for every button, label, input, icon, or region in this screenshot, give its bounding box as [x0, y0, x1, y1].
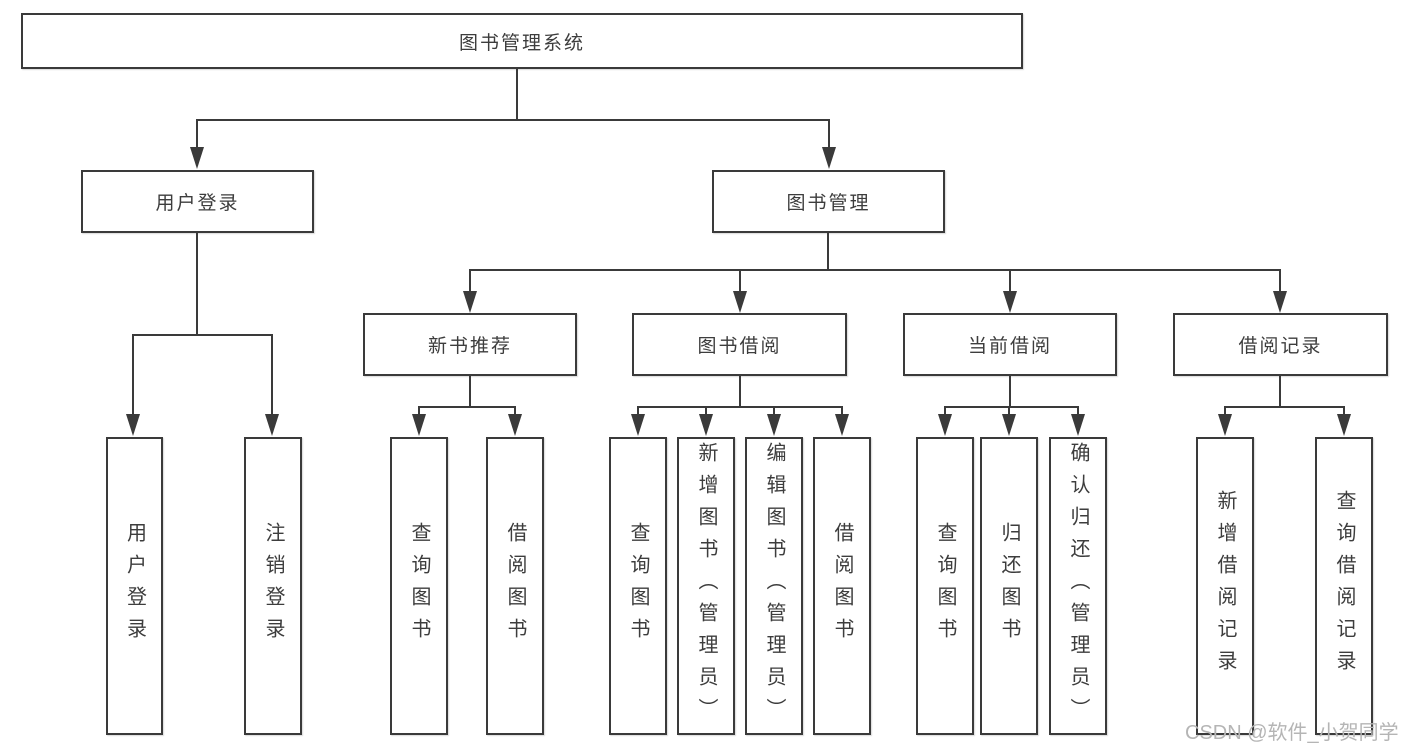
node-borrow-record: 借阅记录 [1173, 313, 1388, 376]
node-leaf-label: 注销登录 [262, 522, 284, 650]
node-leaf-query-borrow-record: 查询借阅记录 [1315, 437, 1373, 735]
connector-line [944, 406, 946, 414]
connector-line [739, 376, 741, 406]
connector-line [739, 269, 741, 294]
arrowhead-icon [190, 147, 204, 169]
node-label: 图书借阅 [697, 336, 782, 357]
connector-line [469, 269, 1281, 271]
connector-line [516, 69, 518, 119]
connector-line [514, 406, 516, 414]
node-leaf-label: 借阅图书 [504, 522, 526, 650]
connector-line [418, 406, 516, 408]
node-leaf-confirm-return-admin: 确认归还（管理员） [1049, 437, 1107, 735]
node-leaf-user-login: 用户登录 [106, 437, 163, 735]
node-leaf-borrow-book: 借阅图书 [813, 437, 871, 735]
connector-line [469, 376, 471, 406]
connector-line [196, 119, 830, 121]
node-book-borrow: 图书借阅 [632, 313, 847, 376]
connector-line [1008, 406, 1010, 414]
watermark: CSDN @软件_小贺同学 [1185, 722, 1399, 744]
node-user-login: 用户登录 [81, 170, 314, 233]
node-user-login-label: 用户登录 [155, 193, 240, 214]
connector-line [1343, 406, 1345, 414]
connector-line [827, 233, 829, 269]
node-leaf-label: 确认归还（管理员） [1067, 442, 1089, 730]
node-leaf-label: 查询图书 [934, 522, 956, 650]
node-current-borrow: 当前借阅 [903, 313, 1117, 376]
node-leaf-query-book: 查询图书 [609, 437, 667, 735]
node-leaf-label: 查询借阅记录 [1333, 490, 1355, 682]
arrowhead-icon [938, 414, 952, 436]
node-new-book-recommend: 新书推荐 [363, 313, 577, 376]
connector-line [773, 406, 775, 414]
arrowhead-icon [1003, 291, 1017, 313]
node-leaf-label: 新增借阅记录 [1214, 490, 1236, 682]
connector-line [1224, 406, 1345, 408]
connector-line [271, 334, 273, 416]
node-root-label: 图书管理系统 [458, 32, 585, 54]
connector-line [637, 406, 639, 414]
node-leaf-edit-book-admin: 编辑图书（管理员） [745, 437, 803, 735]
arrowhead-icon [767, 414, 781, 436]
arrowhead-icon [412, 414, 426, 436]
connector-line [828, 119, 830, 151]
node-book-management: 图书管理 [712, 170, 945, 233]
node-label: 新书推荐 [427, 336, 512, 357]
connector-line [637, 406, 843, 408]
arrowhead-icon [822, 147, 836, 169]
arrowhead-icon [1337, 414, 1351, 436]
arrowhead-icon [1273, 291, 1287, 313]
connector-line [1077, 406, 1079, 414]
connector-line [418, 406, 420, 414]
node-leaf-label: 用户登录 [123, 522, 146, 650]
connector-line [1279, 269, 1281, 294]
arrowhead-icon [699, 414, 713, 436]
arrowhead-icon [1002, 414, 1016, 436]
connector-line [944, 406, 1079, 408]
node-leaf-label: 归还图书 [998, 522, 1020, 650]
arrowhead-icon [1071, 414, 1085, 436]
node-leaf-add-book-admin: 新增图书（管理员） [677, 437, 735, 735]
arrowhead-icon [265, 414, 279, 436]
node-leaf-borrow-book: 借阅图书 [486, 437, 544, 735]
node-book-management-label: 图书管理 [786, 193, 871, 214]
arrowhead-icon [508, 414, 522, 436]
node-leaf-add-borrow-record: 新增借阅记录 [1196, 437, 1254, 735]
arrowhead-icon [463, 291, 477, 313]
connector-line [196, 233, 198, 334]
connector-line [1009, 269, 1011, 294]
connector-line [132, 334, 273, 336]
connector-line [705, 406, 707, 414]
connector-line [1279, 376, 1281, 406]
connector-line [1224, 406, 1226, 414]
arrowhead-icon [126, 414, 140, 436]
connector-line [196, 119, 198, 151]
connector-line [841, 406, 843, 414]
node-leaf-query-book: 查询图书 [916, 437, 974, 735]
connector-line [469, 269, 471, 294]
node-root: 图书管理系统 [21, 13, 1023, 69]
node-leaf-query-book: 查询图书 [390, 437, 448, 735]
node-leaf-logout: 注销登录 [244, 437, 302, 735]
node-label: 当前借阅 [967, 336, 1052, 357]
arrowhead-icon [1218, 414, 1232, 436]
node-label: 借阅记录 [1238, 336, 1323, 357]
node-leaf-label: 查询图书 [408, 522, 430, 650]
arrowhead-icon [835, 414, 849, 436]
node-leaf-label: 借阅图书 [831, 522, 853, 650]
node-leaf-label: 查询图书 [627, 522, 649, 650]
node-leaf-label: 编辑图书（管理员） [763, 442, 785, 730]
connector-line [1009, 376, 1011, 406]
node-leaf-return-book: 归还图书 [980, 437, 1038, 735]
arrowhead-icon [631, 414, 645, 436]
arrowhead-icon [733, 291, 747, 313]
node-leaf-label: 新增图书（管理员） [695, 442, 717, 730]
connector-line [132, 334, 134, 416]
